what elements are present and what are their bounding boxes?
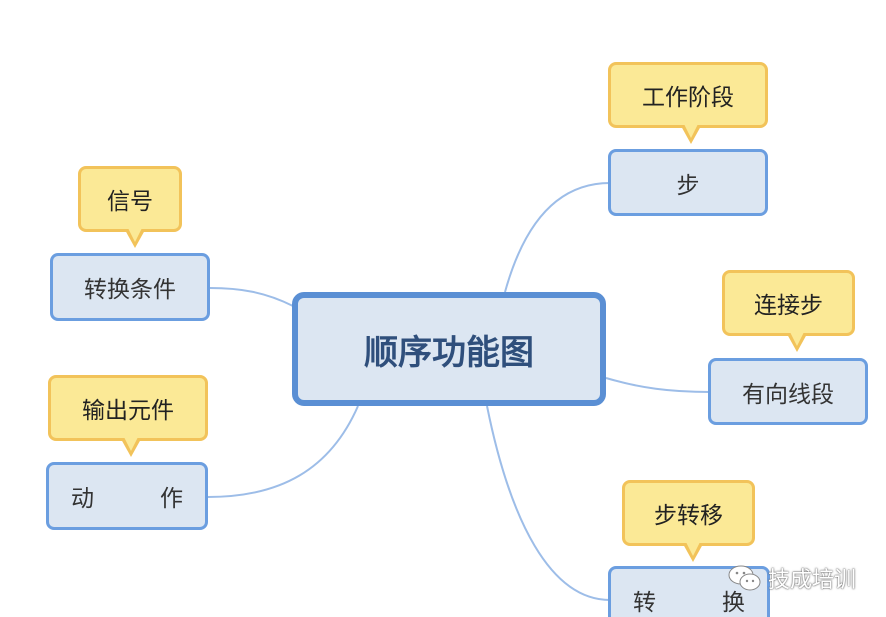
callout-label: 工作阶段	[642, 85, 734, 111]
node-action[interactable]: 动作	[46, 462, 208, 530]
callout-tail	[125, 228, 145, 248]
callout-output-element[interactable]: 输出元件	[48, 375, 208, 457]
link-action	[207, 405, 359, 498]
link-transition	[486, 405, 611, 601]
callout-signal[interactable]: 信号	[78, 166, 182, 248]
callout-label: 连接步	[754, 293, 823, 319]
callout-connect-step[interactable]: 连接步	[722, 270, 855, 352]
callout-tail	[121, 437, 141, 457]
callout-label: 信号	[107, 189, 153, 215]
callout-tail	[683, 542, 703, 562]
node-transition-condition[interactable]: 转换条件	[50, 253, 210, 321]
link-directed-segment	[605, 377, 711, 393]
callout-label: 输出元件	[82, 398, 174, 424]
node-step[interactable]: 步	[608, 149, 768, 216]
link-transition-condition	[209, 287, 294, 307]
central-topic-label: 顺序功能图	[364, 332, 534, 373]
node-directed-segment[interactable]: 有向线段	[708, 358, 868, 425]
node-label: 步	[676, 172, 700, 199]
node-transition[interactable]: 转换	[608, 566, 770, 617]
watermark-text: 技成培训	[768, 568, 857, 593]
node-label-part: 转	[633, 589, 656, 616]
node-label-part: 动	[71, 486, 94, 512]
watermark: 技成培训	[728, 562, 856, 594]
callout-step-transfer[interactable]: 步转移	[622, 480, 755, 562]
callout-label: 步转移	[654, 503, 723, 529]
node-label-part: 换	[722, 589, 745, 616]
node-label-part: 作	[160, 486, 183, 512]
callout-work-stage[interactable]: 工作阶段	[608, 62, 768, 144]
link-step	[504, 182, 611, 293]
node-label: 转换条件	[84, 277, 176, 303]
callout-tail	[681, 124, 701, 144]
node-label: 有向线段	[742, 381, 834, 408]
wechat-icon	[728, 565, 761, 591]
central-topic[interactable]: 顺序功能图	[292, 292, 606, 406]
callout-tail	[787, 332, 807, 352]
